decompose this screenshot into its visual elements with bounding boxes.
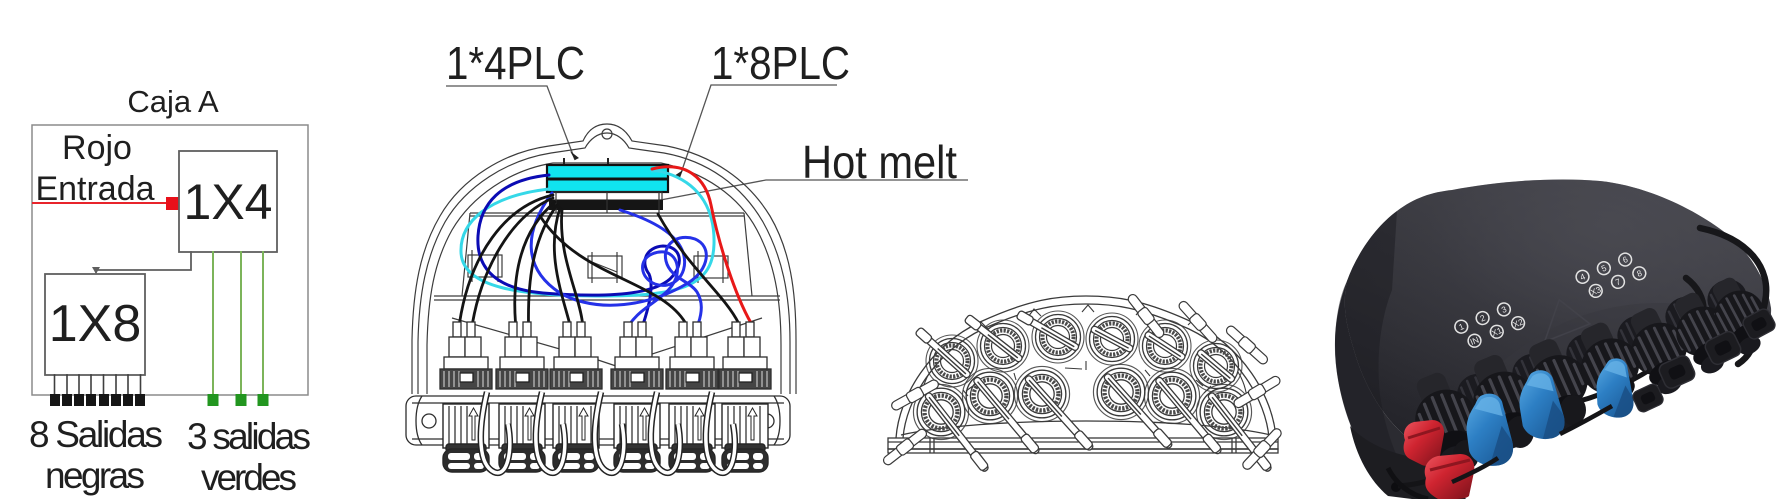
- svg-text:8 Salidas: 8 Salidas: [29, 414, 163, 455]
- svg-text:X1: X1: [1490, 325, 1504, 338]
- svg-text:1X4: 1X4: [184, 174, 273, 230]
- svg-text:2: 2: [1479, 312, 1487, 323]
- svg-text:Hot melt: Hot melt: [802, 136, 957, 188]
- svg-text:negras: negras: [45, 455, 145, 496]
- svg-text:3: 3: [1500, 304, 1508, 315]
- svg-text:Rojo: Rojo: [62, 129, 132, 167]
- svg-text:1*8PLC: 1*8PLC: [711, 37, 850, 89]
- svg-text:1*4PLC: 1*4PLC: [446, 37, 585, 89]
- svg-text:Caja A: Caja A: [127, 84, 219, 119]
- svg-text:Entrada: Entrada: [35, 170, 154, 208]
- svg-text:verdes: verdes: [201, 457, 297, 498]
- svg-text:5: 5: [1600, 263, 1608, 274]
- svg-text:X3: X3: [1589, 284, 1603, 297]
- svg-text:X2: X2: [1511, 316, 1525, 329]
- svg-text:4: 4: [1578, 271, 1586, 282]
- svg-text:1: 1: [1457, 321, 1465, 332]
- svg-text:IN: IN: [1469, 335, 1481, 347]
- svg-text:8: 8: [1635, 268, 1643, 279]
- svg-text:7: 7: [1614, 276, 1622, 287]
- svg-text:6: 6: [1621, 254, 1629, 265]
- svg-text:3 salidas: 3 salidas: [187, 416, 311, 457]
- svg-text:1X8: 1X8: [49, 295, 142, 353]
